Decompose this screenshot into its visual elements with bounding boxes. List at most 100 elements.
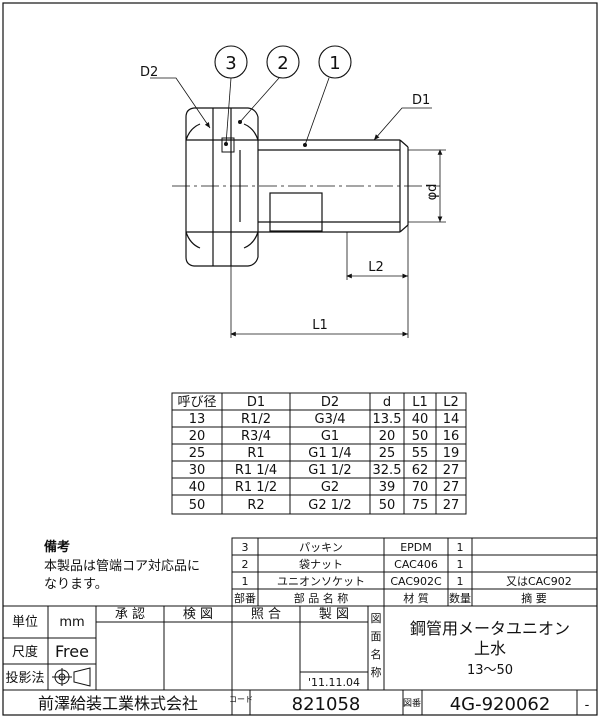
parts-header-no: 部番	[234, 591, 256, 605]
scale-value: Free	[55, 642, 89, 661]
text-cell: G1 1/4	[308, 446, 351, 461]
third-angle-projection-icon	[52, 667, 91, 687]
th-d2: D2	[321, 395, 339, 410]
code-value: 821058	[292, 694, 361, 715]
th-l1: L1	[412, 395, 428, 410]
th-size: 呼び径	[177, 395, 216, 410]
text-cell: R1 1/4	[235, 463, 277, 478]
text-cell: 25	[189, 446, 206, 461]
name-label-3: 名	[371, 647, 382, 661]
text-cell: 50	[379, 498, 396, 513]
drawn-label: 製 図	[319, 607, 349, 622]
text-cell: G2 1/2	[308, 498, 351, 513]
leader-dot	[224, 142, 228, 146]
text-cell: 3	[242, 541, 249, 554]
text-cell: 13	[189, 412, 206, 427]
text-cell: G1	[321, 429, 339, 444]
text-cell: パッキン	[299, 541, 343, 554]
text-cell: 32.5	[373, 463, 402, 478]
text-cell: 39	[379, 480, 396, 495]
label-d1: D1	[412, 93, 430, 108]
text-cell: R2	[247, 498, 264, 513]
parts-header-material: 材 質	[403, 591, 429, 605]
th-d: d	[383, 395, 391, 410]
check-label: 検 図	[183, 607, 213, 622]
text-cell: ユニオンソケット	[277, 575, 365, 588]
code-label: コード	[229, 695, 253, 704]
label-phi-d: φd	[425, 184, 440, 201]
text-cell: 40	[189, 480, 206, 495]
name-label-2: 面	[371, 630, 382, 643]
label-d2: D2	[140, 65, 158, 80]
text-cell: 30	[189, 463, 206, 478]
leader-dot	[303, 143, 307, 147]
notes-line-2: なります。	[44, 577, 108, 592]
drawn-date: '11.11.04	[308, 676, 360, 689]
leader-dot	[238, 120, 242, 124]
text-cell: 70	[412, 480, 429, 495]
title-line-1: 鋼管用メータユニオン	[410, 619, 570, 638]
text-cell: 1	[242, 575, 249, 588]
text-cell: 袋ナット	[299, 557, 343, 571]
text-cell: 2	[242, 558, 249, 571]
text-cell: G3/4	[315, 412, 346, 427]
text-cell: R1	[247, 446, 264, 461]
approve-label: 承 認	[115, 606, 145, 622]
title-line-3: 13～50	[467, 663, 513, 678]
th-l2: L2	[443, 395, 459, 410]
text-cell: CAC902C	[390, 575, 442, 588]
th-d1: D1	[247, 395, 265, 410]
text-cell: 27	[443, 480, 460, 495]
label-l1: L1	[312, 318, 328, 333]
parts-header-name: 部 品 名 称	[294, 591, 349, 605]
text-cell: G2	[321, 480, 339, 495]
dimension-table: 呼び径 D1 D2 d L1 L2 13 R1/2 G3/4 13.5 40 1…	[171, 392, 467, 515]
text-cell: 13.5	[373, 412, 402, 427]
unit-label: 単位	[12, 614, 38, 630]
text-cell: 1	[457, 541, 464, 554]
notes-line-1: 本製品は管端コア対応品に	[44, 559, 200, 574]
text-cell: 20	[189, 429, 206, 444]
company-name: 前澤給装工業株式会社	[38, 694, 198, 713]
text-cell: R1/2	[241, 412, 271, 427]
title-block: 単位 mm 尺度 Free 投影法 承 認 検 図 照 合 製 図 '11.11…	[2, 605, 598, 716]
text-cell: 50	[189, 498, 206, 513]
text-cell: 40	[412, 412, 429, 427]
part-balloons: 3 2 1	[214, 45, 352, 79]
name-label-1: 図	[371, 612, 382, 625]
revision: -	[585, 698, 590, 713]
drawing-no-label: 図番	[403, 697, 421, 709]
balloon-2: 2	[277, 53, 288, 74]
unit-value: mm	[59, 615, 84, 630]
title-line-2: 上水	[474, 639, 506, 658]
text-cell: 14	[443, 412, 460, 427]
text-cell: EPDM	[400, 541, 432, 554]
text-cell: 55	[412, 446, 429, 461]
balloon-1: 1	[329, 53, 340, 74]
text-cell: 19	[443, 446, 460, 461]
scale-label: 尺度	[12, 644, 38, 660]
text-cell: R1 1/2	[235, 480, 277, 495]
union-drawing	[185, 107, 409, 267]
dimension-lines	[150, 77, 446, 338]
text-cell: 62	[412, 463, 429, 478]
text-cell: 75	[412, 498, 429, 513]
projection-label: 投影法	[5, 670, 44, 686]
drawing-number: 4G-920062	[450, 694, 551, 715]
parts-header-remark: 摘 要	[521, 591, 547, 605]
text-cell: G1 1/2	[308, 463, 351, 478]
text-cell: 27	[443, 498, 460, 513]
text-cell: 1	[457, 575, 464, 588]
text-cell: 50	[412, 429, 429, 444]
text-cell: 20	[379, 429, 396, 444]
parts-list: 3 パッキン EPDM 1 2 袋ナット CAC406 1 1 ユニオンソケット…	[231, 537, 598, 607]
text-cell: 25	[379, 446, 396, 461]
notes-title: 備考	[44, 539, 70, 555]
verify-label: 照 合	[251, 607, 281, 622]
name-label-4: 称	[371, 665, 382, 679]
balloon-3: 3	[225, 53, 236, 74]
text-cell: CAC406	[394, 558, 438, 571]
text-cell: 1	[457, 558, 464, 571]
text-cell: 16	[443, 429, 460, 444]
